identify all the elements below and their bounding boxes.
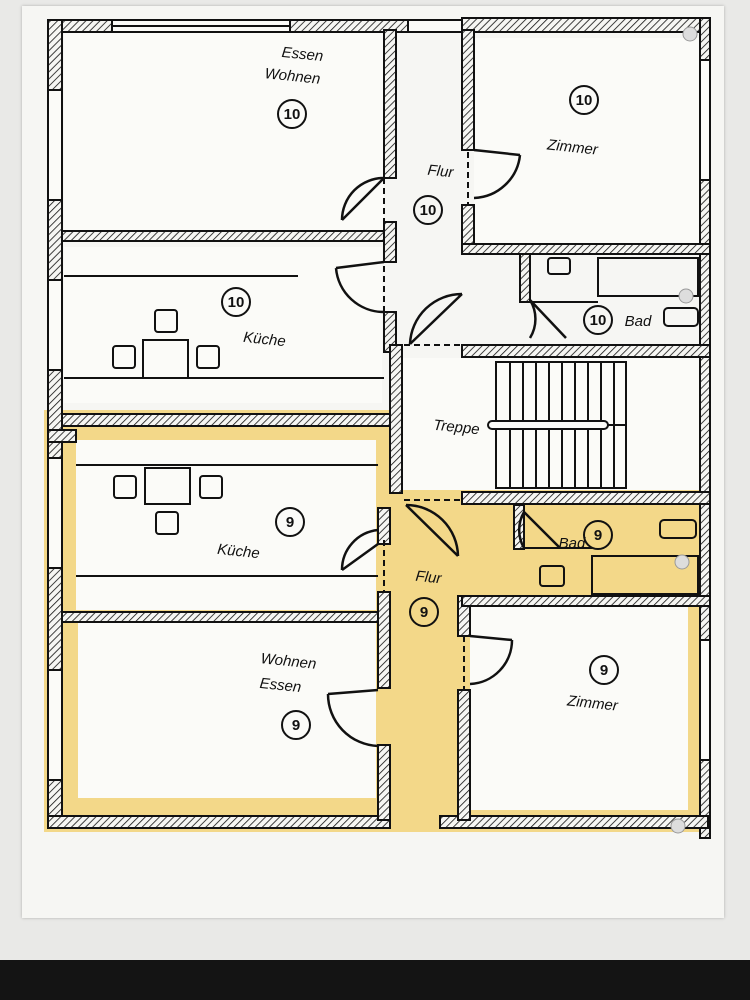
unit-markers	[221, 85, 619, 740]
bath-10-label: Bad	[625, 313, 652, 330]
kitchen-9-table-set	[113, 467, 223, 535]
kitchen-9-label: Küche	[216, 541, 260, 562]
bath-9-unit: 9	[594, 527, 602, 544]
living-9-label-line1: Wohnen	[260, 650, 317, 673]
hall-10-unit: 10	[420, 202, 437, 219]
kitchen-10-label: Küche	[242, 329, 286, 350]
doors	[326, 148, 567, 748]
kitchen-9-unit: 9	[286, 514, 294, 531]
hall-10-label: Flur	[427, 162, 455, 182]
hall-9-unit: 9	[420, 604, 428, 621]
windows	[47, 19, 711, 781]
hall-9-label: Flur	[415, 568, 443, 588]
bath-9-label: Bad	[559, 535, 586, 552]
room-9-unit: 9	[600, 662, 608, 679]
living-9-unit: 9	[292, 717, 300, 734]
living-10-unit: 10	[284, 106, 301, 123]
kitchen-10-unit: 10	[228, 294, 245, 311]
room-floors	[64, 33, 704, 810]
room-10-unit: 10	[576, 92, 593, 109]
bath-9-fixtures	[524, 519, 699, 595]
living-9-label-line2: Essen	[259, 675, 302, 696]
kitchen-10-table-set	[112, 309, 220, 379]
bath-10-unit: 10	[590, 312, 607, 329]
living-10-label-line2: Wohnen	[264, 65, 321, 88]
table-surface	[0, 960, 750, 1000]
kitchen-counters	[64, 275, 384, 577]
staircase	[487, 361, 627, 489]
living-10-label-line1: Essen	[281, 44, 324, 65]
walls	[47, 17, 711, 839]
punch-holes	[670, 26, 698, 834]
room-9-label: Zimmer	[565, 692, 619, 714]
room-10-label: Zimmer	[545, 136, 599, 158]
stairs-label: Treppe	[432, 417, 480, 439]
bath-10-fixtures	[530, 257, 699, 327]
